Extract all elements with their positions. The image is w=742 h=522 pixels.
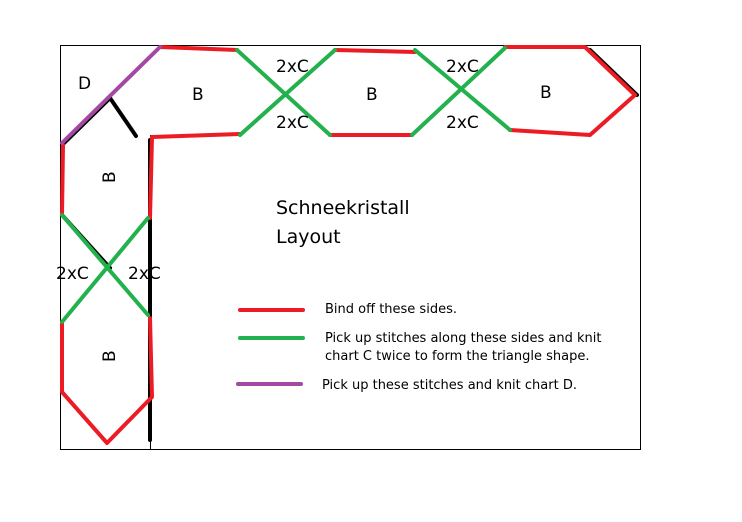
legend-text: chart C twice to form the triangle shape… [325,349,589,364]
legend-text: Bind off these sides. [325,302,457,317]
bind-off-edges [60,45,637,445]
pickup-chart-d-edge [60,45,162,145]
piece-b-label: B [100,171,120,183]
piece-c-label: 2xC [56,264,89,284]
piece-b-label: B [100,350,120,362]
piece-b-label: B [540,83,552,103]
diagram-subtitle: Layout [276,226,341,248]
piece-c-label: 2xC [446,57,479,77]
diagram-title: Schneekristall [276,197,410,219]
piece-b-label: B [366,85,378,105]
piece-c-label: 2xC [276,57,309,77]
legend-text: Pick up stitches along these sides and k… [325,331,601,346]
piece-c-label: 2xC [446,113,479,133]
piece-d-label: D [78,74,91,94]
piece-b-label: B [192,85,204,105]
legend: Bind off these sides. Pick up stitches a… [236,302,601,393]
piece-c-label: 2xC [128,264,161,284]
pickup-chart-c-edges [60,46,512,324]
piece-c-label: 2xC [276,113,309,133]
legend-text: Pick up these stitches and knit chart D. [322,378,577,393]
